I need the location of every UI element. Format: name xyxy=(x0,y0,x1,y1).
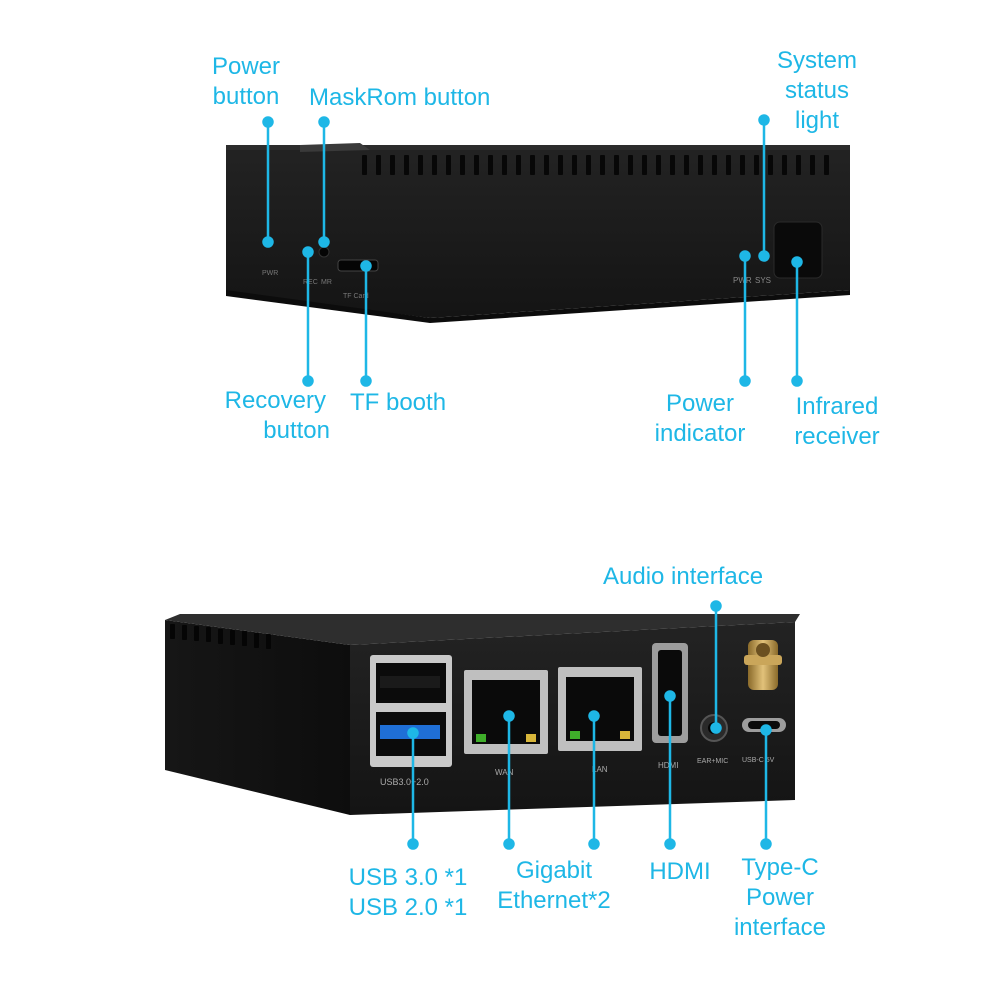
lan-port: LAN xyxy=(558,667,642,774)
label-system-status-light: System status light xyxy=(776,47,857,134)
label-recovery-button: Recovery button xyxy=(224,387,330,444)
label-infrared-receiver: Infrared receiver xyxy=(794,393,880,450)
label-tf-booth: TF booth xyxy=(350,389,447,416)
top-callouts xyxy=(262,114,803,387)
tf-mark: TF Card xyxy=(343,293,369,300)
label-power-button: Power button xyxy=(211,53,281,110)
mr-mark: MR xyxy=(321,279,332,286)
pwr-led-mark: PWR xyxy=(733,276,752,285)
label-power-indicator: Power indicator xyxy=(654,390,746,447)
pwr-mark: PWR xyxy=(262,270,278,277)
hdmi-mark: HDMI xyxy=(658,761,678,770)
maskrom-button-hole xyxy=(318,246,330,258)
label-usb: USB 3.0 *1 USB 2.0 *1 xyxy=(348,864,468,921)
bottom-device-chassis: USB3.0+2.0 WAN LAN HDMI xyxy=(165,614,800,815)
bottom-vent-slots xyxy=(170,624,271,649)
antenna-connector xyxy=(744,640,782,690)
tf-card-slot xyxy=(337,259,379,272)
top-vent-slots xyxy=(362,155,829,175)
wan-mark: WAN xyxy=(495,768,514,777)
bottom-callouts xyxy=(407,600,772,850)
label-audio-interface: Audio interface xyxy=(603,563,764,590)
ear-mic-mark: EAR+MIC xyxy=(697,758,728,765)
sys-led-mark: SYS xyxy=(755,276,771,285)
rec-mark: REC xyxy=(303,279,318,286)
usb-c-mark: USB-C 5V xyxy=(742,757,775,764)
label-hdmi: HDMI xyxy=(649,858,711,885)
lan-mark: LAN xyxy=(592,765,608,774)
label-maskrom-button: MaskRom button xyxy=(309,84,491,111)
label-type-c-power: Type-C Power interface xyxy=(733,854,827,941)
usb-mark: USB3.0+2.0 xyxy=(380,777,429,787)
label-gigabit-ethernet: Gigabit Ethernet*2 xyxy=(497,857,611,914)
top-device-chassis: PWR REC MR TF Card PWR SYS xyxy=(226,143,850,323)
